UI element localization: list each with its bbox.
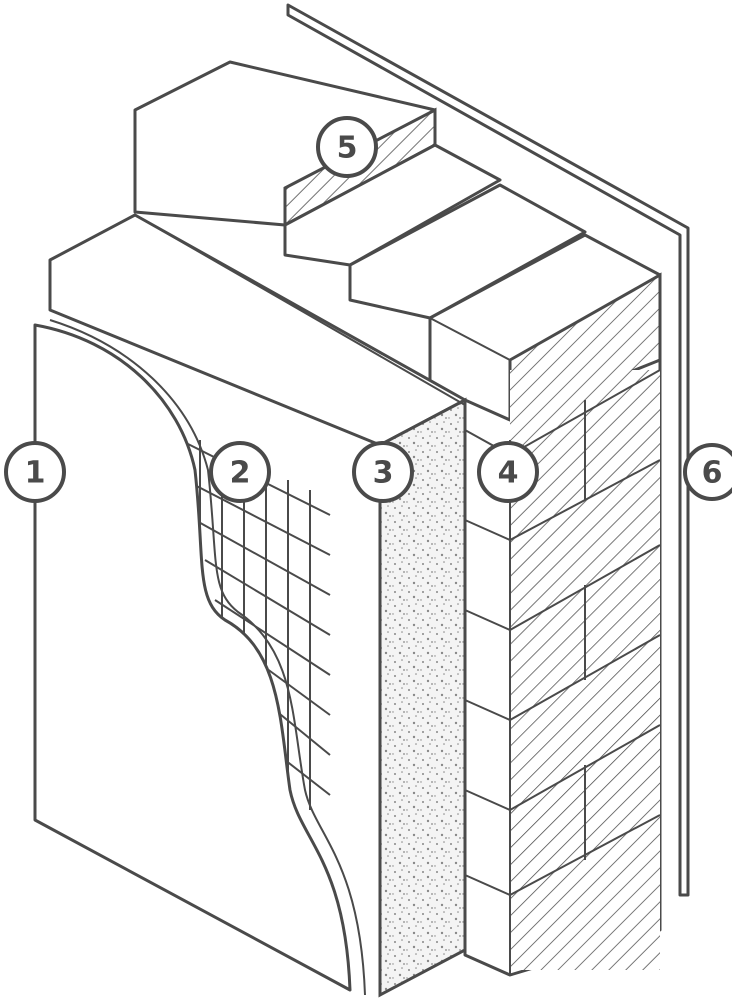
callout-2: 2 (209, 441, 271, 503)
callout-4-label: 4 (498, 456, 519, 491)
callout-2-label: 2 (230, 456, 251, 491)
callout-1-label: 1 (25, 456, 46, 491)
callout-5-label: 5 (337, 131, 358, 166)
back-plate (286, 3, 690, 897)
callout-5: 5 (316, 116, 378, 178)
callout-3-label: 3 (373, 456, 394, 491)
callout-6-label: 6 (702, 456, 723, 491)
callout-1: 1 (4, 441, 66, 503)
callout-4: 4 (477, 441, 539, 503)
callout-3: 3 (352, 441, 414, 503)
callout-6: 6 (683, 443, 732, 501)
render-layer (33, 319, 366, 996)
insulation-board (48, 213, 467, 998)
brick-wall (463, 358, 662, 977)
